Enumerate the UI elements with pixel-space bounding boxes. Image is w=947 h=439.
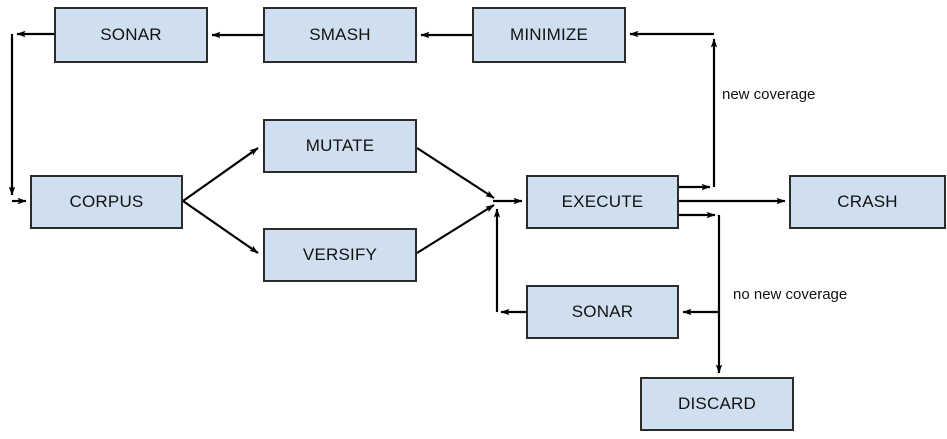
node-versify[interactable]: VERSIFY: [263, 228, 417, 282]
node-corpus[interactable]: CORPUS: [30, 175, 183, 229]
node-mutate[interactable]: MUTATE: [263, 119, 417, 173]
node-label: CRASH: [837, 192, 898, 211]
node-minimize[interactable]: MINIMIZE: [472, 7, 626, 63]
edge-corpus-to-mutate: [182, 147, 259, 202]
edge-corpus-to-versify: [182, 200, 259, 254]
node-label: SONAR: [100, 25, 162, 44]
node-label: MUTATE: [305, 136, 375, 155]
edge-mutate-to-execute: [416, 147, 495, 199]
node-label: EXECUTE: [561, 192, 644, 211]
edge-label-new-coverage: new coverage: [722, 86, 816, 103]
edge-label-no-new-coverage: no new coverage: [733, 286, 848, 303]
node-label: MINIMIZE: [509, 25, 589, 44]
node-label: SONAR: [571, 302, 634, 321]
node-crash[interactable]: CRASH: [789, 175, 946, 229]
node-label: SMASH: [309, 25, 371, 44]
node-sonar-top[interactable]: SONAR: [54, 7, 208, 63]
node-label: VERSIFY: [302, 245, 378, 264]
node-smash[interactable]: SMASH: [263, 7, 417, 63]
node-label: DISCARD: [678, 394, 756, 413]
node-execute[interactable]: EXECUTE: [526, 175, 679, 229]
node-sonar-bottom[interactable]: SONAR: [526, 285, 679, 339]
edge-versify-to-execute: [416, 204, 495, 254]
node-discard[interactable]: DISCARD: [640, 377, 794, 431]
node-label: CORPUS: [69, 192, 144, 211]
